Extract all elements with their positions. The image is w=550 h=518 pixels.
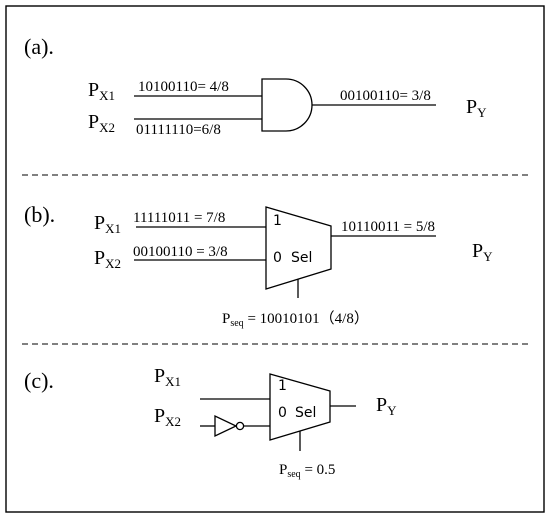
panel-c-mux-input-one: 1 xyxy=(278,378,287,394)
panel-c-mux-input-zero: 0 xyxy=(278,405,287,421)
panel-b-px1-label: PX1 xyxy=(94,212,121,236)
panel-a-label: (a). xyxy=(24,34,54,59)
panel-c-mux-icon xyxy=(269,373,331,441)
panel-c-py-label: PY xyxy=(376,394,397,418)
panel-b-pseq-label: Pseq = 10010101（4/8） xyxy=(222,310,369,329)
panel-b-px2-label: PX2 xyxy=(94,247,121,271)
panel-b-mux-icon xyxy=(265,206,332,290)
panel-a-input1-bitstream: 10100110= 4/8 xyxy=(138,79,229,95)
panel-a: (a). PX1 PX2 10100110= 4/8 01111110=6/8 … xyxy=(24,34,487,138)
panel-c-label: (c). xyxy=(24,368,54,393)
panel-b-mux-select-label: Sel xyxy=(291,250,312,266)
panel-a-px2-label: PX2 xyxy=(88,111,115,135)
panel-c-px1-label: PX1 xyxy=(154,365,181,389)
inverter-icon xyxy=(214,414,238,438)
panel-c-px2-label: PX2 xyxy=(154,405,181,429)
panel-a-output-bitstream: 00100110= 3/8 xyxy=(340,88,431,104)
figure-border xyxy=(5,5,545,513)
panel-b-input2-bitstream: 00100110 = 3/8 xyxy=(133,244,228,260)
panel-c: (c). PX1 PX2 1 0 Sel PY Pseq = 0.5 xyxy=(24,365,397,480)
panel-a-input2-bitstream: 01111110=6/8 xyxy=(136,122,221,138)
panel-b-mux-input-one: 1 xyxy=(273,213,282,229)
panel-b-input1-bitstream: 11111011 = 7/8 xyxy=(133,210,225,226)
panel-b: (b). PX1 PX2 11111011 = 7/8 00100110 = 3… xyxy=(24,202,493,329)
panel-b-label: (b). xyxy=(24,202,55,227)
panel-b-mux-input-zero: 0 xyxy=(273,250,282,266)
and-gate-icon xyxy=(261,78,313,132)
panel-a-py-label: PY xyxy=(466,96,487,120)
panel-a-px1-label: PX1 xyxy=(88,79,115,103)
inverter-bubble-icon xyxy=(235,421,245,431)
panel-b-output-bitstream: 10110011 = 5/8 xyxy=(341,219,435,235)
panel-c-pseq-label: Pseq = 0.5 xyxy=(279,462,335,480)
panel-b-py-label: PY xyxy=(472,240,493,264)
panel-c-mux-select-label: Sel xyxy=(295,405,316,421)
